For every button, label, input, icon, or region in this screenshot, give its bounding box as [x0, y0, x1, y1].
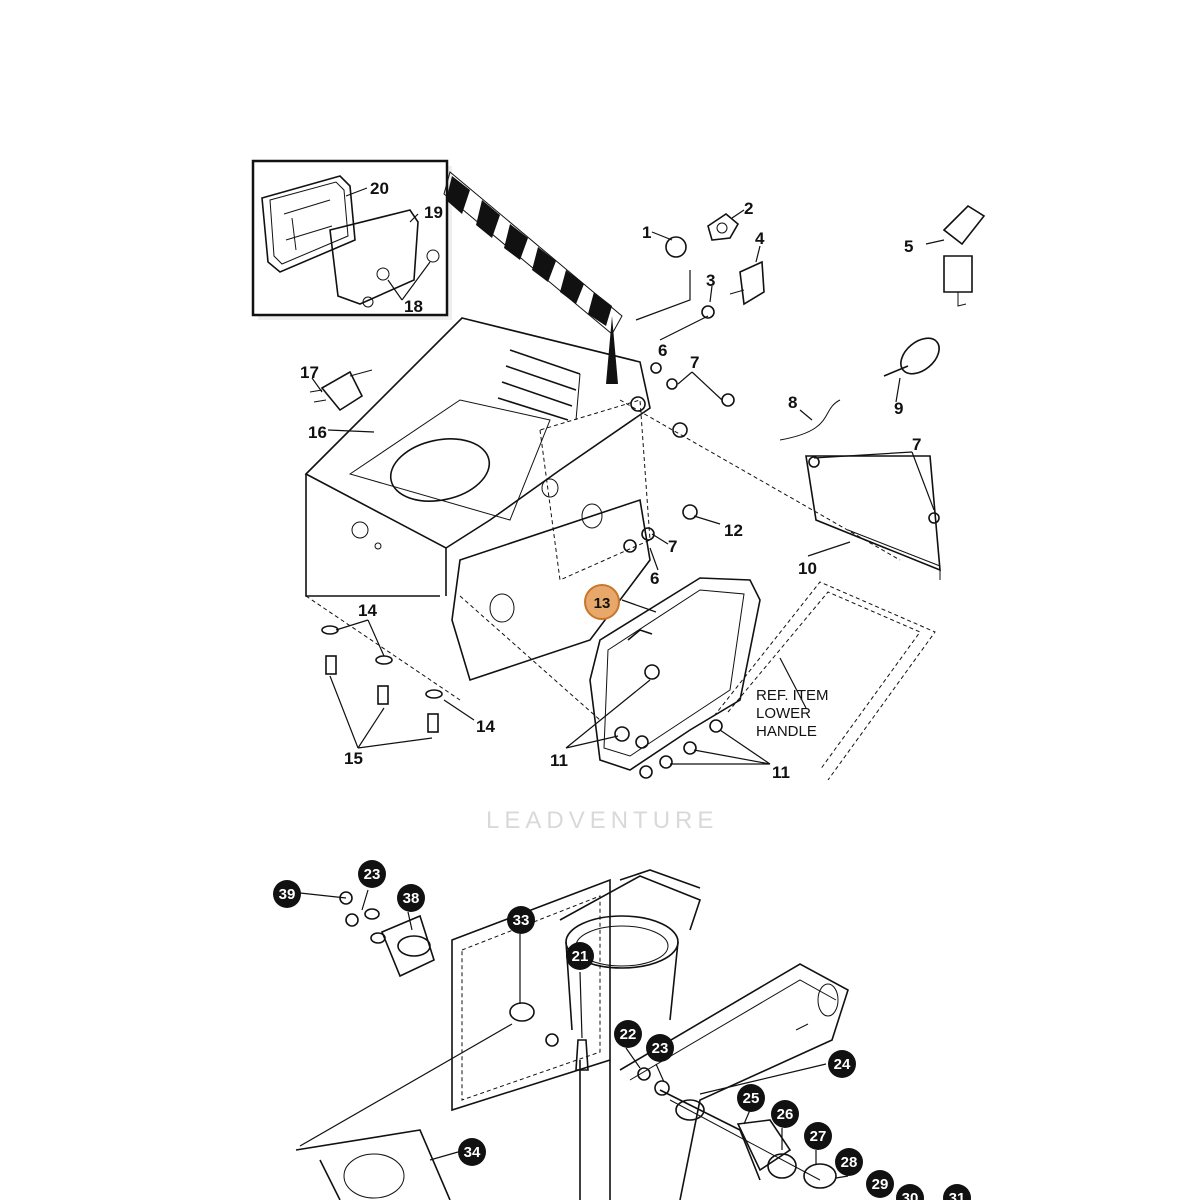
circled-callout-38[interactable]: 38: [397, 884, 425, 912]
svg-text:30: 30: [902, 1190, 919, 1200]
circled-callout-34[interactable]: 34: [458, 1138, 486, 1166]
circled-callout-28[interactable]: 28: [835, 1148, 863, 1176]
svg-text:21: 21: [572, 948, 589, 965]
callout-7a: 7: [690, 353, 699, 372]
svg-text:25: 25: [743, 1090, 760, 1107]
callout-13: 13: [594, 595, 611, 612]
circled-callouts: 39 23 38 33 21 22 23 24 25 26 27 28 29 3…: [273, 860, 971, 1200]
leader-lines: [311, 209, 945, 765]
circled-callout-23a[interactable]: 23: [358, 860, 386, 888]
circled-callout-26[interactable]: 26: [771, 1100, 799, 1128]
callout-1: 1: [642, 223, 651, 242]
hardware: [309, 204, 986, 779]
callout-11b: 11: [772, 763, 790, 782]
svg-text:22: 22: [620, 1026, 637, 1043]
callout-11a: 11: [550, 751, 568, 770]
callout-17: 17: [300, 363, 319, 382]
callout-14a: 14: [358, 601, 377, 620]
circled-callout-24[interactable]: 24: [828, 1050, 856, 1078]
svg-text:27: 27: [810, 1128, 827, 1145]
circled-callout-31[interactable]: 31: [943, 1184, 971, 1200]
callout-5: 5: [904, 237, 913, 256]
inset-detail: [251, 159, 452, 320]
circled-callout-29[interactable]: 29: [866, 1170, 894, 1198]
callout-16: 16: [308, 423, 327, 442]
svg-text:34: 34: [464, 1144, 481, 1161]
callout-6a: 6: [658, 341, 667, 360]
watermark: LEADVENTURE: [486, 807, 718, 834]
callout-19: 19: [424, 203, 443, 222]
reference-note: REF. ITEM LOWER HANDLE: [756, 687, 829, 740]
callout-15: 15: [344, 749, 363, 768]
svg-text:29: 29: [872, 1176, 889, 1193]
callout-7c: 7: [668, 537, 677, 556]
callout-9: 9: [894, 399, 903, 418]
circled-callout-33[interactable]: 33: [507, 906, 535, 934]
highlighted-callout-13[interactable]: 13: [584, 584, 620, 620]
main-housing: [304, 317, 901, 721]
svg-text:26: 26: [777, 1106, 794, 1123]
svg-text:24: 24: [834, 1056, 851, 1073]
svg-text:33: 33: [513, 912, 530, 929]
circled-callout-21[interactable]: 21: [566, 942, 594, 970]
circled-callout-30[interactable]: 30: [896, 1184, 924, 1200]
callout-18: 18: [404, 297, 423, 316]
callout-4: 4: [755, 229, 765, 248]
circled-callout-27[interactable]: 27: [804, 1122, 832, 1150]
callout-10: 10: [798, 559, 817, 578]
callout-20: 20: [370, 179, 389, 198]
ref-note-line-2: LOWER: [756, 705, 811, 722]
ref-note-line-3: HANDLE: [756, 723, 817, 740]
callout-12: 12: [724, 521, 743, 540]
svg-text:23: 23: [364, 866, 381, 883]
callout-2: 2: [744, 199, 753, 218]
inset-pointer: [443, 171, 623, 384]
callout-8: 8: [788, 393, 797, 412]
callout-6b: 6: [650, 569, 659, 588]
rail: [805, 455, 941, 580]
circled-callout-39[interactable]: 39: [273, 880, 301, 908]
svg-text:28: 28: [841, 1154, 858, 1171]
callout-3: 3: [706, 271, 715, 290]
svg-text:38: 38: [403, 890, 420, 907]
svg-text:23: 23: [652, 1040, 669, 1057]
callout-7b: 7: [912, 435, 921, 454]
circled-callout-25[interactable]: 25: [737, 1084, 765, 1112]
ref-note-line-1: REF. ITEM: [756, 687, 829, 704]
lower-handle: [713, 581, 936, 781]
circled-callout-23b[interactable]: 23: [646, 1034, 674, 1062]
svg-text:31: 31: [949, 1190, 966, 1200]
lower-assembly: [295, 869, 849, 1200]
callout-labels: 1 2 3 4 5 6 6 7 7 7 8 9 10 11 11 12 14 1…: [300, 179, 921, 782]
callout-14b: 14: [476, 717, 495, 736]
circled-callout-22[interactable]: 22: [614, 1020, 642, 1048]
svg-text:39: 39: [279, 886, 296, 903]
